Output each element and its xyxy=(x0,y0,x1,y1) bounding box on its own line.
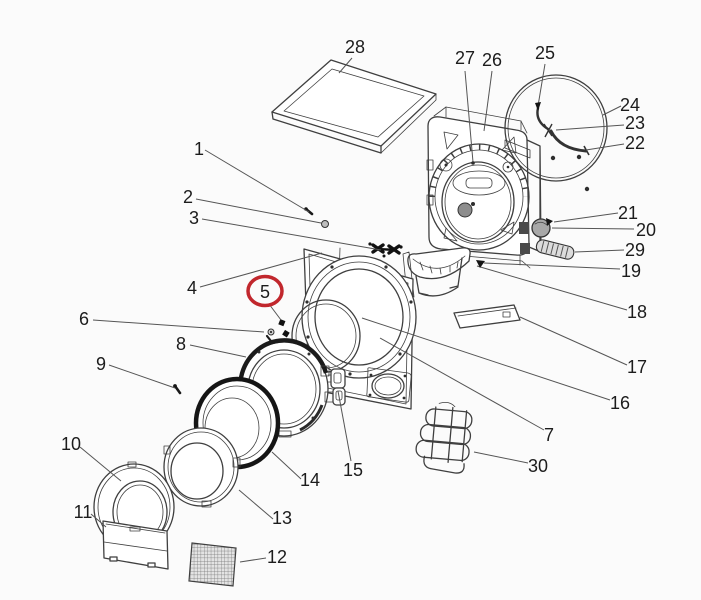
callout-26[interactable]: 26 xyxy=(482,50,502,70)
callout-14[interactable]: 14 xyxy=(300,470,320,490)
part-drum-ring xyxy=(504,74,608,192)
callout-16[interactable]: 16 xyxy=(610,393,630,413)
part-front-panel xyxy=(301,247,417,410)
part-top-panel xyxy=(271,59,437,154)
part-pin xyxy=(173,384,182,395)
part-fasteners xyxy=(265,319,290,343)
callout-15[interactable]: 15 xyxy=(343,460,363,480)
part-door-lock xyxy=(327,368,346,406)
part-mesh-filter xyxy=(188,542,237,587)
callout-25[interactable]: 25 xyxy=(535,43,555,63)
callout-7[interactable]: 7 xyxy=(544,425,554,445)
callout-27[interactable]: 27 xyxy=(455,48,475,68)
callout-12[interactable]: 12 xyxy=(267,547,287,567)
callout-2[interactable]: 2 xyxy=(183,187,193,207)
callout-21[interactable]: 21 xyxy=(618,203,638,223)
callout-6[interactable]: 6 xyxy=(79,309,89,329)
callout-8[interactable]: 8 xyxy=(176,334,186,354)
callout-3[interactable]: 3 xyxy=(189,208,199,228)
highlight-circle xyxy=(246,274,284,308)
callout-18[interactable]: 18 xyxy=(627,302,647,322)
callout-19[interactable]: 19 xyxy=(621,261,641,281)
callout-20[interactable]: 20 xyxy=(636,220,656,240)
callout-28[interactable]: 28 xyxy=(345,37,365,57)
callout-29[interactable]: 29 xyxy=(625,240,645,260)
part-bearing-cap xyxy=(531,218,553,238)
part-kick-plate xyxy=(102,520,169,570)
callout-13[interactable]: 13 xyxy=(272,508,292,528)
leader-lines xyxy=(79,57,635,563)
callout-22[interactable]: 22 xyxy=(625,133,645,153)
callout-17[interactable]: 17 xyxy=(627,357,647,377)
callout-10[interactable]: 10 xyxy=(61,434,81,454)
part-hinge xyxy=(368,242,403,258)
callout-30[interactable]: 30 xyxy=(528,456,548,476)
callout-9[interactable]: 9 xyxy=(96,354,106,374)
part-drying-rack xyxy=(415,401,473,474)
part-inner-ring xyxy=(163,427,241,508)
part-screw-grommet xyxy=(304,207,329,228)
part-rear-bulkhead xyxy=(426,106,542,269)
callout-5[interactable]: 5 xyxy=(260,282,270,302)
part-hose xyxy=(535,239,575,260)
callout-24[interactable]: 24 xyxy=(620,95,640,115)
part-strip xyxy=(453,304,521,329)
callout-1[interactable]: 1 xyxy=(194,139,204,159)
callout-11[interactable]: 11 xyxy=(74,502,93,522)
callout-23[interactable]: 23 xyxy=(625,113,645,133)
callout-4[interactable]: 4 xyxy=(187,278,197,298)
